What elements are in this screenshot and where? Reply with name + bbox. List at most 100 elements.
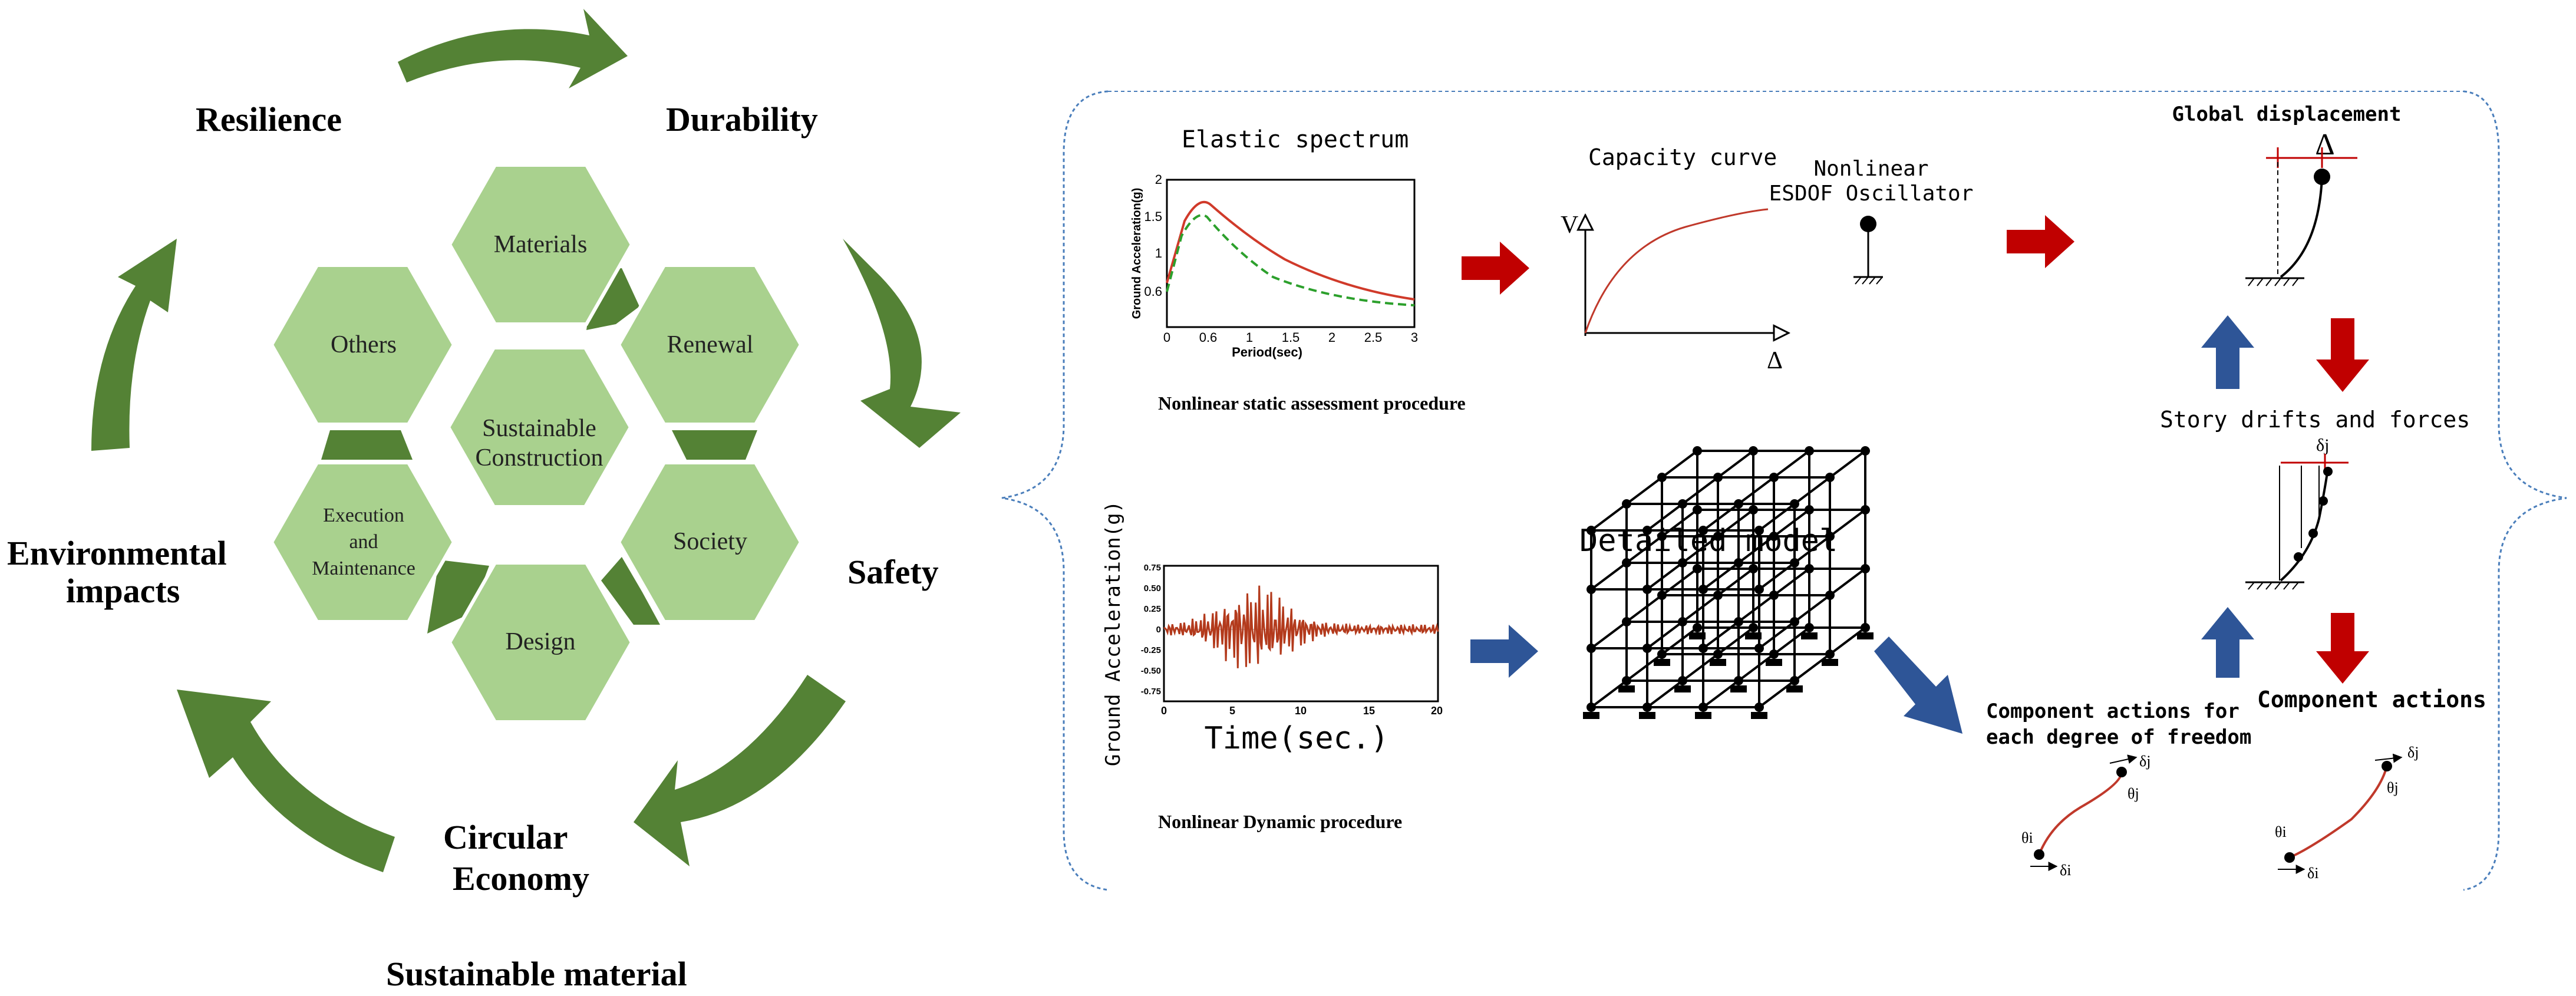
theta-i-left: θi [2021,829,2033,846]
frame-support [1801,632,1818,639]
global-disp-mass [2314,169,2330,185]
frame-node [1622,499,1631,509]
frame-member [1829,626,1866,655]
frame-node [1657,473,1667,482]
global-disp-hatch [2248,278,2299,286]
frame-member [1661,509,1698,537]
accel-ytick: -0.75 [1141,687,1161,697]
frame-node [1769,591,1779,600]
accel-xlabel: Time(sec.) [1204,721,1388,756]
frame-member [1758,562,1796,591]
accel-plot-frame [1163,565,1439,703]
frame-node [1825,532,1835,541]
frame-node [1805,446,1814,456]
spectrum-yticks: 2 1.5 1 0.6 [1144,172,1162,299]
curly-braces [1001,90,2567,891]
frame-node [1754,644,1764,653]
frame-support [1822,659,1838,666]
frame-member [1773,568,1810,596]
caption-dynamic: Nonlinear Dynamic procedure [1158,811,1402,832]
frame-member [1681,535,1719,564]
frame-member [1646,503,1684,532]
story-node [2294,552,2303,562]
accel-ytick: 0.25 [1144,604,1161,614]
frame-node [1622,676,1631,685]
frame-support [1730,685,1747,692]
hex-label-exec-1: Execution [323,504,404,526]
label-economy: Economy [453,859,589,898]
frame-node [1805,623,1814,632]
caption-sustainable-material: Sustainable material [386,955,687,993]
oscillator-line2: ESDOF Oscillator [1769,182,1974,206]
global-displacement: Global displacement Δ [2172,103,2402,286]
frame-node [1790,558,1799,568]
cycle-labels: Resilience Durability Safety Circular Ec… [7,100,939,898]
label-durability: Durability [666,100,818,138]
label-impacts: impacts [66,572,180,610]
frame-support [1654,659,1670,666]
frame-member [1590,503,1628,532]
spectrum-xtick: 0 [1163,330,1170,345]
frame-member [1793,594,1831,623]
component-actions-label: Component actions [2257,687,2486,713]
hex-renewal [616,263,803,426]
comp-dof-line1: Component actions for [1986,700,2239,723]
frame-member [1773,450,1810,479]
frame-node [1861,623,1870,632]
frame-member [1661,626,1698,655]
frame-node [1698,703,1708,712]
frame-node [1769,649,1779,659]
frame-node [1825,591,1835,600]
frame-node [1587,644,1596,653]
frame-support [1766,659,1782,666]
frame-node [1693,446,1702,456]
frame-member [1702,680,1740,708]
frame-member [1737,535,1775,564]
frame-member [1773,626,1810,655]
frame-support [1695,712,1711,719]
spectrum-xtick: 1.5 [1282,330,1300,345]
frame-support [1751,712,1767,719]
frame-node [1587,526,1596,535]
connector-society-design [601,557,660,625]
frame-member [1681,594,1719,623]
frame-node [1642,585,1652,594]
accel-xtick: 5 [1229,705,1235,717]
frame-node [1642,526,1652,535]
frame-node [1805,564,1814,573]
frame-node [1769,532,1779,541]
global-disp-title: Global displacement [2172,103,2402,126]
label-circular: Circular [443,818,568,856]
hex-society [616,461,803,624]
frame-member [1702,621,1740,649]
label-resilience: Resilience [196,100,342,138]
theta-j-left: θj [2128,785,2139,802]
red-arrow-2 [2007,215,2074,268]
accel-ylabel: Ground Acceleration(g) [1101,501,1125,766]
blue-arrow-up-1 [2201,315,2254,389]
global-disp-curve [2280,176,2323,278]
frame-node [1713,649,1723,659]
oscillator-line1: Nonlinear [1813,157,1928,181]
frame-node [1749,564,1758,573]
frame-node [1790,499,1799,509]
delta-j-left: δj [2139,753,2150,770]
frame-member [1737,653,1775,682]
frame-member [1661,450,1698,479]
spectrum-ytick: 1.5 [1144,209,1162,224]
story-drifts-label: Story drifts and forces [2160,407,2470,433]
theta-i-right: θi [2275,823,2287,840]
story-drift-sketch: δj [2245,436,2349,590]
frame-node [1678,676,1687,685]
spectrum-ytick: 2 [1155,172,1162,187]
frame-member [1829,450,1866,479]
spectrum-xtick: 3 [1411,330,1418,345]
capacity-curve-line [1584,208,1769,334]
blue-arrow-diagonal [1874,636,1962,734]
frame-node [1698,585,1708,594]
frame-member [1758,680,1796,708]
hex-materials [447,163,634,326]
spectrum-curve-red [1166,201,1415,301]
frame-node [1713,532,1723,541]
frame-support [1857,632,1874,639]
